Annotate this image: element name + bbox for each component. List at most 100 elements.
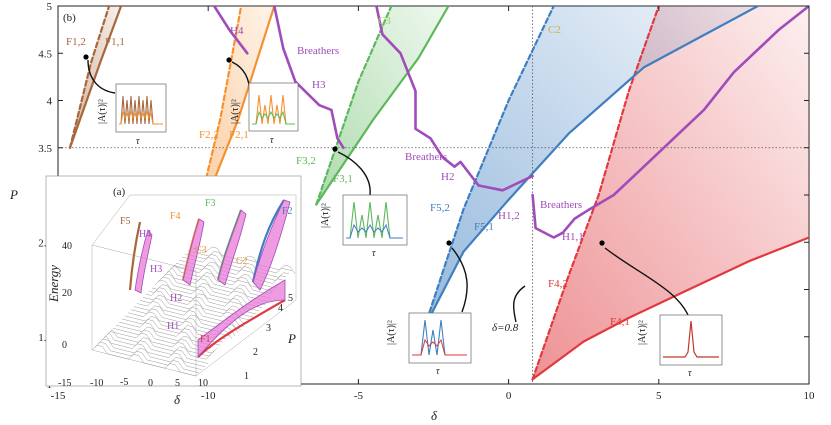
label-H3: H3	[312, 79, 326, 91]
svg-text:3: 3	[266, 323, 271, 334]
series-line-h1-2	[531, 193, 591, 239]
x-axis-label: δ	[431, 408, 438, 423]
series-line-f3-2	[315, 6, 393, 206]
series-group	[68, 6, 809, 381]
svg-text:|A(τ)|²: |A(τ)|²	[320, 203, 331, 228]
y-tick-label: 4	[47, 96, 53, 108]
label-breathers-2: Breathers	[405, 151, 447, 163]
svg-text:τ: τ	[136, 136, 140, 147]
label-F22: F5,2	[430, 202, 450, 214]
label-delta-08: δ=0.8	[492, 322, 519, 334]
svg-text:H2: H2	[170, 293, 182, 304]
svg-text:H4: H4	[139, 229, 151, 240]
label-breathers-3: Breathers	[540, 199, 582, 211]
svg-text:τ: τ	[688, 368, 692, 379]
y-axis-label: P	[9, 187, 18, 202]
label-breathers-1: Breathers	[297, 45, 339, 57]
energy-ribbon	[163, 270, 269, 302]
arrows	[87, 59, 691, 323]
svg-text:4: 4	[278, 303, 283, 314]
marked-point	[599, 240, 605, 246]
svg-text:0: 0	[62, 340, 67, 351]
svg-text:F2: F2	[282, 206, 293, 217]
label-H2: H2	[441, 171, 454, 183]
y-tick-label: 4.5	[38, 48, 52, 60]
series-line-f2-2	[423, 6, 555, 329]
series-line-f1-1	[531, 236, 809, 381]
series-line-f2-1	[423, 6, 759, 329]
svg-text:δ: δ	[174, 392, 181, 407]
inset-waveform-2: |A(τ)|² τ	[386, 312, 472, 377]
marked-points	[83, 54, 605, 246]
svg-text:-5: -5	[120, 377, 128, 388]
label-C3: C3	[378, 15, 391, 27]
energy-ribbon	[91, 345, 197, 377]
energy-ribbon	[148, 287, 254, 318]
energy-ribbon	[106, 329, 212, 360]
label-C2: C2	[548, 24, 561, 36]
svg-text:P: P	[287, 331, 296, 346]
x-tick-label: -15	[51, 390, 66, 402]
svg-text:C3: C3	[195, 245, 207, 256]
x-tick-label: 10	[804, 390, 816, 402]
energy-ribbon	[97, 338, 203, 371]
energy-ribbon	[184, 253, 290, 278]
energy-ribbon	[151, 284, 257, 315]
svg-text:40: 40	[62, 241, 72, 252]
marked-point	[332, 146, 338, 152]
label-F31: F3,1	[333, 173, 353, 185]
label-F52: F1,2	[66, 36, 86, 48]
series-line-h3	[273, 6, 345, 150]
series-line-h2	[375, 6, 534, 192]
svg-text:τ: τ	[436, 366, 440, 377]
region-fill	[424, 6, 758, 328]
curve-labels: F4,1 F4,2 F5,1 F5,2 F3,1 F3,2 F2,1 F2,2 …	[66, 15, 630, 334]
energy-ribbon	[190, 246, 296, 274]
svg-text:2: 2	[253, 347, 258, 358]
inset-waveform-3: |A(τ)|² τ	[320, 194, 408, 259]
energy-ribbon	[157, 276, 263, 309]
x-tick-label: 0	[506, 390, 512, 402]
region-fill	[532, 6, 809, 380]
energy-ribbon	[160, 273, 266, 305]
svg-text:|A(τ)|²: |A(τ)|²	[386, 320, 397, 345]
label-F42: F2,2	[199, 129, 219, 141]
inset-waveform-5: |A(τ)|² τ	[97, 83, 167, 147]
svg-text:τ: τ	[270, 135, 274, 146]
svg-text:-15: -15	[58, 378, 71, 389]
label-H12: H1,2	[498, 210, 520, 222]
svg-text:|A(τ)|²: |A(τ)|²	[230, 99, 241, 124]
energy-ribbon	[100, 335, 206, 367]
label-F51: F1,1	[105, 36, 125, 48]
label-F41: F2,1	[229, 129, 249, 141]
energy-ribbon	[187, 250, 293, 274]
svg-text:F5: F5	[120, 216, 131, 227]
series-line-h4	[212, 6, 249, 55]
energy-ribbon	[145, 290, 251, 321]
svg-text:-10: -10	[90, 378, 103, 389]
label-F21: F5,1	[474, 221, 494, 233]
marked-point	[83, 54, 89, 60]
y-tick-label: 3.5	[38, 143, 52, 155]
svg-text:F1: F1	[200, 334, 211, 345]
svg-text:F3: F3	[205, 198, 216, 209]
energy-ribbon	[154, 279, 260, 312]
energy-ribbon	[181, 256, 287, 281]
energy-ribbon	[103, 332, 209, 364]
svg-text:20: 20	[62, 288, 72, 299]
energy-ribbon	[142, 294, 248, 324]
panel-a-inset: (a) -15 -10 -5 0 5 10 0 20	[45, 175, 302, 407]
x-tick-label: 5	[656, 390, 662, 402]
svg-text:H1: H1	[167, 321, 179, 332]
x-tick-label: -10	[201, 390, 216, 402]
svg-text:1: 1	[244, 371, 249, 382]
label-F11: F4,1	[610, 316, 630, 328]
label-F32: F3,2	[296, 155, 316, 167]
series-line-f1-2	[531, 6, 660, 381]
inset-waveform-1: |A(τ)|² τ	[637, 314, 723, 379]
label-F12: F4,2	[548, 278, 568, 290]
series-line-f5-1	[68, 6, 123, 149]
panel-b-label: (b)	[63, 12, 76, 24]
label-H11: H1,1	[562, 231, 584, 243]
